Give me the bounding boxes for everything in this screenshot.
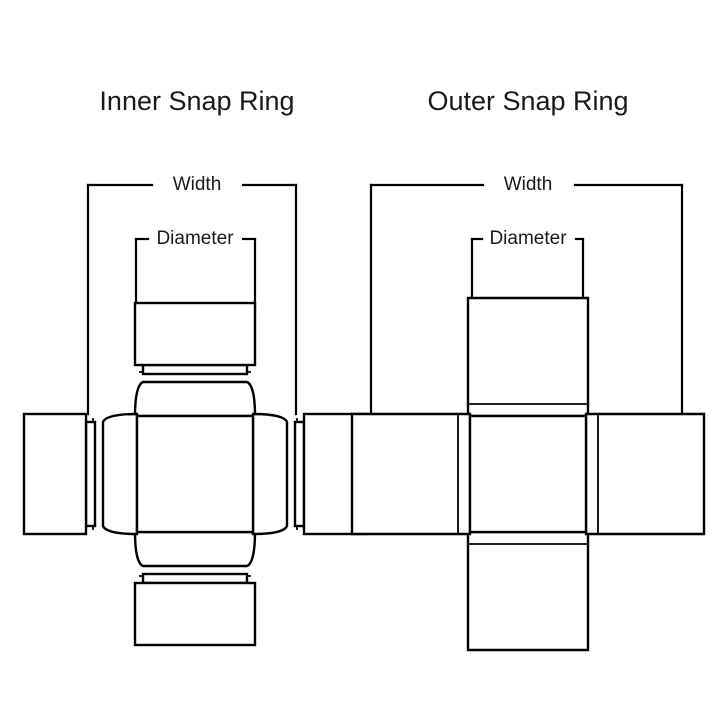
bearing-cap (133, 301, 257, 367)
center-hub (135, 414, 255, 534)
arm-left (350, 412, 472, 536)
arm-neck (251, 412, 289, 536)
arm-right (251, 412, 368, 536)
bearing-cap (466, 296, 590, 418)
snap-ring-groove-band (141, 363, 249, 376)
bearing-cap (133, 581, 257, 647)
arm-neck (133, 380, 257, 418)
dimension-label-width-outer: Width (504, 174, 553, 195)
arm-top (466, 296, 590, 418)
dimension-width-outer-snap-ring (369, 183, 684, 416)
bearing-cap (466, 530, 590, 652)
dimension-width-inner-snap-ring (86, 183, 298, 416)
center-hub (468, 414, 588, 534)
dimension-label-diameter-inner: Diameter (156, 228, 234, 249)
arm-left (22, 412, 139, 536)
panel-title-outer: Outer Snap Ring (427, 86, 628, 116)
snap-ring-groove-band (293, 420, 306, 528)
cross-body-inner-snap-ring (22, 301, 368, 647)
snap-ring-groove-band (84, 420, 97, 528)
dimension-label-width-inner: Width (173, 174, 222, 195)
dimension-label-diameter-outer: Diameter (489, 228, 567, 249)
dimension-diameter-inner-snap-ring (134, 237, 257, 314)
panel-title-inner: Inner Snap Ring (99, 86, 294, 116)
cross-body-outer-snap-ring (350, 296, 706, 652)
arm-bottom (133, 530, 257, 647)
snap-ring-groove-band (141, 572, 249, 585)
arm-neck (101, 412, 139, 536)
bearing-cap (584, 412, 706, 536)
arm-top (133, 301, 257, 418)
arm-bottom (466, 530, 590, 652)
bearing-cap (350, 412, 472, 536)
arm-right (584, 412, 706, 536)
arm-neck (133, 530, 257, 568)
bearing-cap (22, 412, 88, 536)
